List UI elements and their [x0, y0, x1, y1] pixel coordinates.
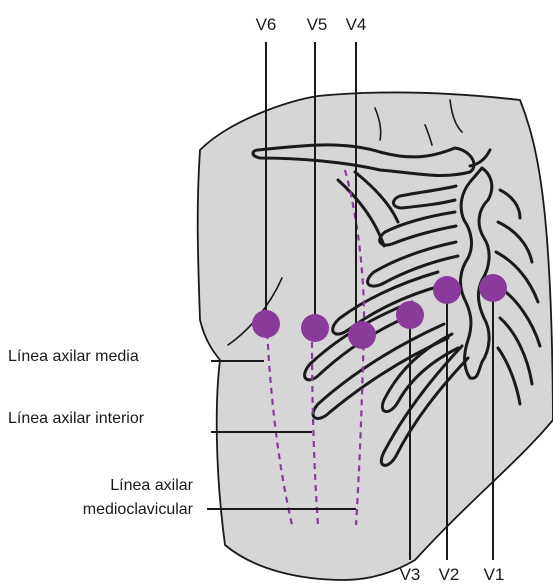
label-medioclavicular-line1: Línea axilar — [110, 477, 193, 494]
electrode-v2 — [433, 276, 461, 304]
label-v1: V1 — [484, 565, 505, 584]
label-v4: V4 — [346, 15, 367, 34]
label-v6: V6 — [256, 15, 277, 34]
electrode-v4 — [348, 321, 376, 349]
electrode-v1 — [479, 274, 507, 302]
label-linea-axilar-media: Línea axilar media — [8, 348, 139, 365]
electrode-v3 — [396, 301, 424, 329]
electrode-v6 — [252, 310, 280, 338]
label-v5: V5 — [307, 15, 328, 34]
label-v2: V2 — [439, 565, 460, 584]
label-medioclavicular-line2: medioclavicular — [83, 501, 194, 518]
label-v3: V3 — [400, 565, 421, 584]
electrode-v5 — [301, 314, 329, 342]
label-linea-axilar-interior: Línea axilar interior — [8, 410, 145, 427]
